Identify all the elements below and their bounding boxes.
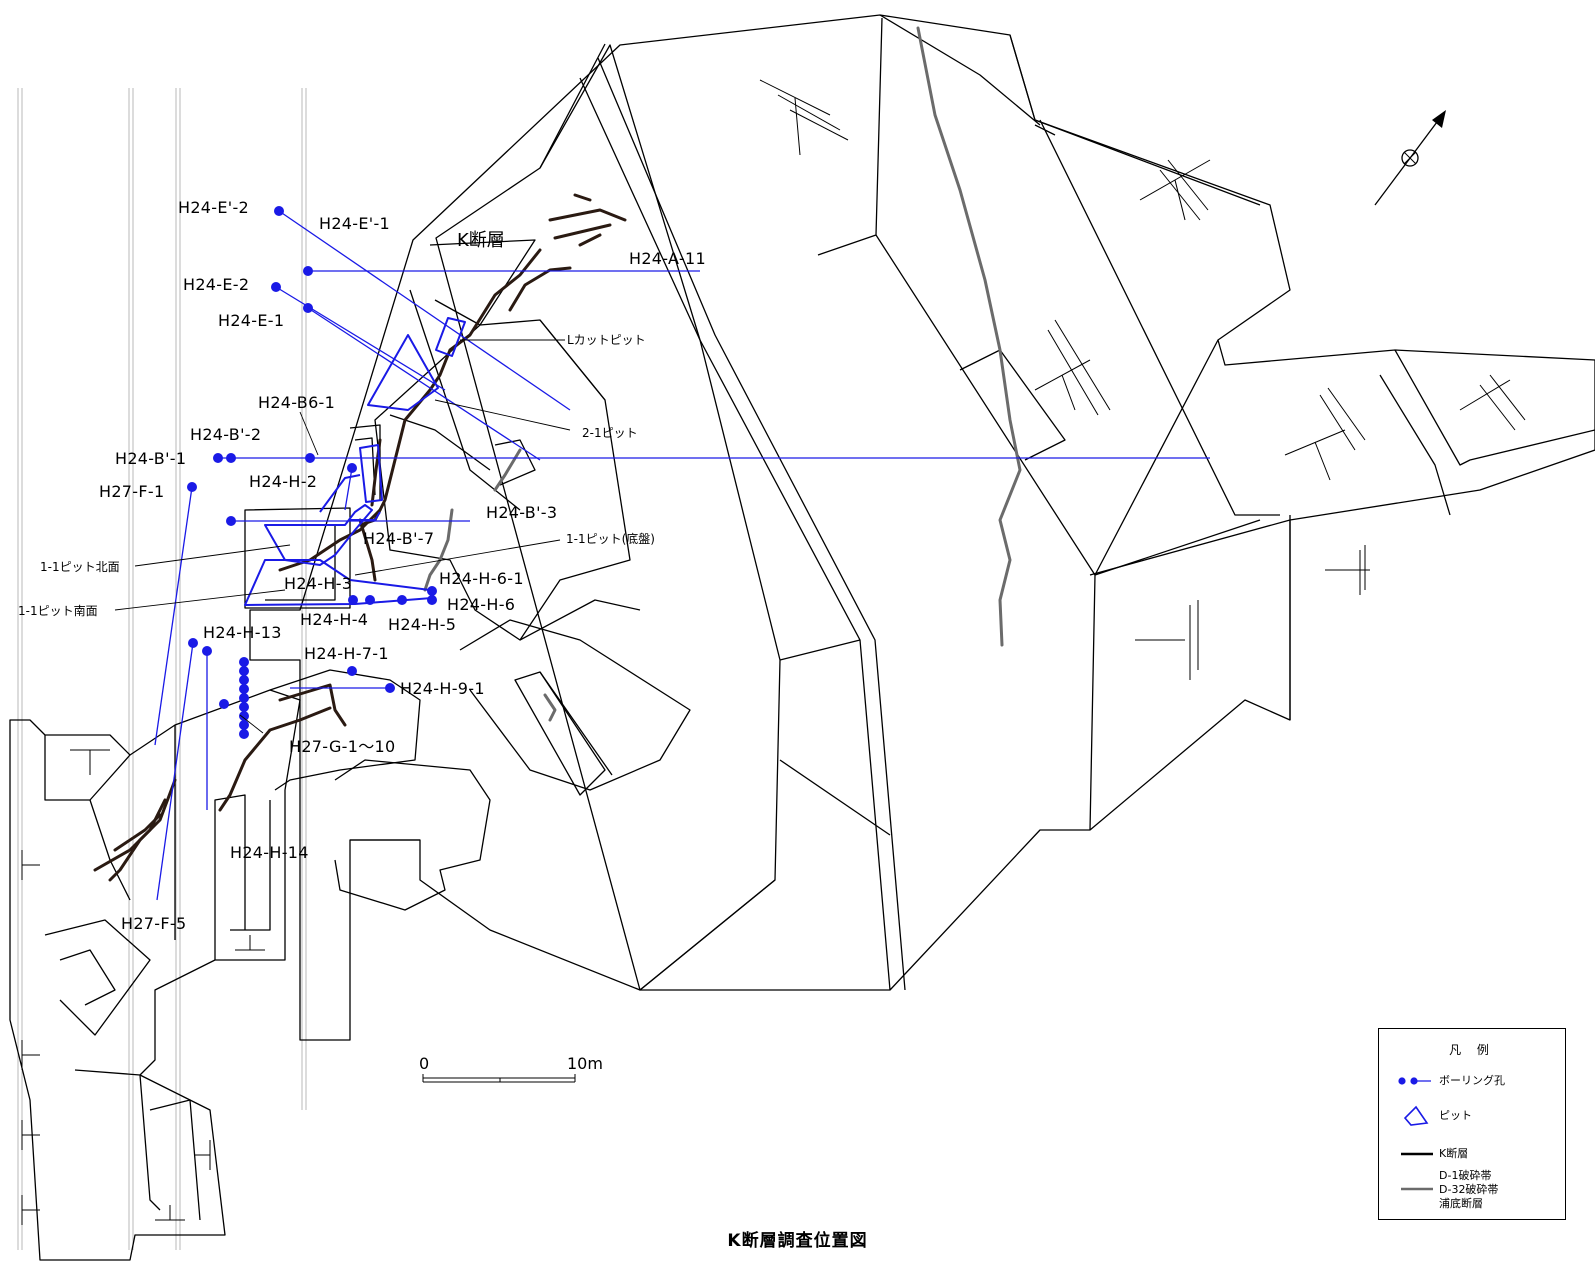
label-f-5: H27-F-5 — [121, 914, 186, 933]
label-e-2: H24-E-2 — [183, 275, 249, 294]
label-h-6: H24-H-6 — [447, 595, 515, 614]
bore-e-1 — [303, 303, 313, 313]
bore-h-4 — [365, 595, 375, 605]
label-g-1-10: H27-G-1～10 — [289, 737, 395, 756]
legend-crush-1-label: D-1破砕帯 — [1439, 1169, 1492, 1182]
label-pit-1-1-north: 1-1ピット北面 — [40, 560, 120, 574]
north-arrow-icon — [1374, 110, 1446, 206]
bore-h-2 — [347, 463, 357, 473]
legend-row-boring: ボーリング孔 — [1379, 1073, 1565, 1089]
label-b-prime-3: H24-B'-3 — [486, 503, 557, 522]
label-h-14: H24-H-14 — [230, 843, 309, 862]
pit-labels: Lカットピット 2-1ピット 1-1ピット(底盤) 1-1ピット北面 1-1ピッ… — [18, 333, 655, 618]
bore-h-9-1 — [385, 683, 395, 693]
legend-crush-3-label: 浦底断層 — [1439, 1197, 1483, 1210]
borehole-labels: H24-E'-2 H24-E'-1 H24-A-11 H24-E-2 H24-E… — [99, 198, 706, 933]
bore-f-5 — [188, 638, 198, 648]
pit-shaft — [359, 444, 383, 503]
bore-b6-1 — [305, 453, 315, 463]
k-fault-label: K断層 — [457, 230, 505, 251]
pit-leaders — [114, 339, 571, 734]
bore-h-6 — [427, 595, 437, 605]
label-b-prime-7: H24-B'-7 — [363, 529, 434, 548]
label-b-prime-2: H24-B'-2 — [190, 425, 261, 444]
k-fault-traces — [93, 193, 627, 882]
label-a-11: H24-A-11 — [629, 249, 706, 268]
bore-b-prime-1 — [213, 453, 223, 463]
label-h-9-1: H24-H-9-1 — [400, 679, 485, 698]
label-pit-1-1-south: 1-1ピット南面 — [18, 603, 98, 618]
bore-e-prime-2 — [274, 206, 284, 216]
label-h-2: H24-H-2 — [249, 472, 317, 491]
label-h-13: H24-H-13 — [203, 623, 282, 642]
bore-h-14 — [219, 699, 229, 709]
boring-symbol-icon — [1398, 1077, 1431, 1085]
label-h-4: H24-H-4 — [300, 610, 368, 629]
crush-zone-lines — [423, 26, 1022, 722]
legend-row-k-fault: K断層 — [1379, 1147, 1565, 1161]
legend-row-crush: D-1破砕帯 D-32破砕帯 浦底断層 — [1379, 1169, 1565, 1213]
label-h-5: H24-H-5 — [388, 615, 456, 634]
scale-end-label: 10m — [567, 1054, 603, 1073]
borehole-dots — [187, 206, 437, 739]
bore-f-1 — [187, 482, 197, 492]
legend-row-pit: ピット — [1379, 1105, 1565, 1127]
bore-b-prime-2 — [226, 453, 236, 463]
label-b6-1: H24-B6-1 — [258, 393, 335, 412]
legend: 凡 例 ボーリング孔 ピット K断層 D-1破砕帯 D-32破砕帯 浦底断層 — [1378, 1028, 1566, 1220]
k-fault-symbol-icon — [1401, 1152, 1433, 1156]
scale-bar — [422, 1074, 576, 1083]
strike-dip-symbols — [21, 79, 1526, 1225]
bore-g-series — [239, 657, 249, 739]
pit-symbol-icon — [1403, 1105, 1429, 1126]
label-l-cut-pit: Lカットピット — [567, 333, 646, 347]
scale-start-label: 0 — [419, 1054, 430, 1073]
label-pit-1-1-bed: 1-1ピット(底盤) — [566, 531, 655, 546]
label-h-3: H24-H-3 — [284, 574, 352, 593]
label-b-prime-1: H24-B'-1 — [115, 449, 186, 468]
map-title: K断層調査位置図 — [727, 1231, 868, 1251]
pit-l-cut — [435, 317, 466, 357]
grid-lines — [17, 88, 307, 1250]
legend-k-fault-label: K断層 — [1439, 1147, 1469, 1160]
legend-boring-label: ボーリング孔 — [1439, 1074, 1505, 1087]
legend-crush-2-label: D-32破砕帯 — [1439, 1183, 1499, 1196]
crush-zone-symbol-icon — [1401, 1187, 1433, 1191]
bore-a-11 — [303, 266, 313, 276]
label-h-6-1: H24-H-6-1 — [439, 569, 524, 588]
label-e-prime-1: H24-E'-1 — [319, 214, 390, 233]
bore-h-6-1 — [427, 586, 437, 596]
bore-b-prime-7 — [226, 516, 236, 526]
label-pit-2-1: 2-1ピット — [582, 426, 638, 440]
label-h-7-1: H24-H-7-1 — [304, 644, 389, 663]
label-f-1: H27-F-1 — [99, 482, 164, 501]
label-e-prime-2: H24-E'-2 — [178, 198, 249, 217]
bore-h-7-1 — [347, 666, 357, 676]
pit-2-1 — [367, 334, 439, 411]
bore-h-3 — [348, 595, 358, 605]
bore-e-2 — [271, 282, 281, 292]
bore-h-5 — [397, 595, 407, 605]
excavation-outline — [9, 14, 1595, 1261]
borehole-lines — [154, 210, 1210, 901]
bore-h-13 — [202, 646, 212, 656]
legend-pit-label: ピット — [1439, 1109, 1472, 1122]
label-e-1: H24-E-1 — [218, 311, 284, 330]
legend-title: 凡 例 — [1449, 1043, 1495, 1057]
